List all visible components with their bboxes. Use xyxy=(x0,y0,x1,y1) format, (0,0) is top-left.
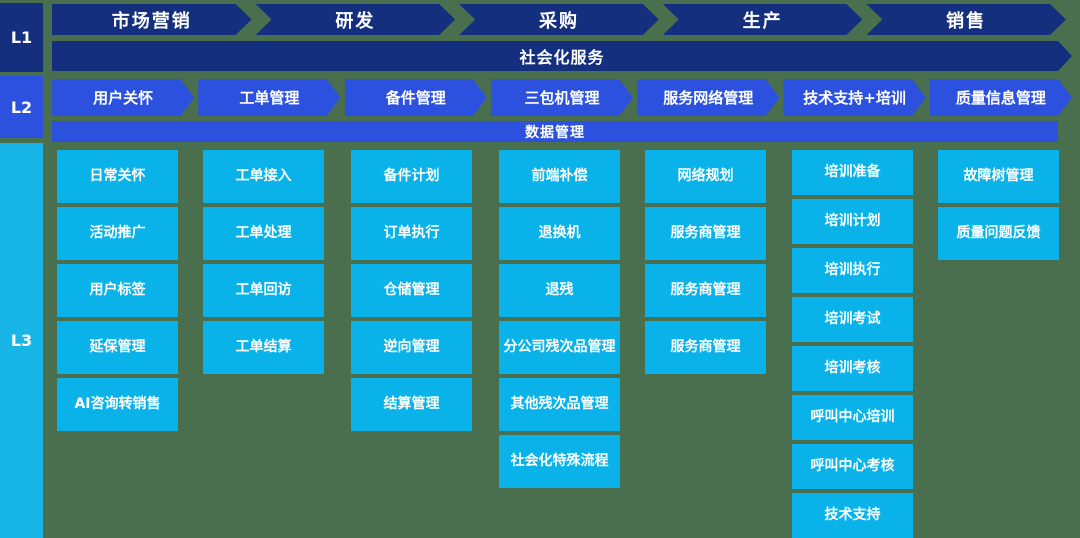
l2-chevron-1: 用户关怀 xyxy=(52,79,194,116)
l3-box: 服务商管理 xyxy=(645,321,766,374)
l3-box: 培训考核 xyxy=(792,346,913,391)
l3-box: 呼叫中心考核 xyxy=(792,444,913,489)
sidebar-l2-label: L2 xyxy=(10,97,33,117)
l3-box: 工单处理 xyxy=(203,207,324,260)
l3-box: 工单接入 xyxy=(203,150,324,203)
l3-box: 仓储管理 xyxy=(351,264,472,317)
l3-box: 活动推广 xyxy=(57,207,178,260)
l3-box: 培训考试 xyxy=(792,297,913,342)
l3-box: 日常关怀 xyxy=(57,150,178,203)
sidebar-level-l2: L2 xyxy=(0,76,43,138)
l3-box: 服务商管理 xyxy=(645,207,766,260)
l1-chevron-4: 生产 xyxy=(663,4,863,35)
l2-chevron-7: 质量信息管理 xyxy=(930,79,1072,116)
l3-box: 结算管理 xyxy=(351,378,472,431)
l1-chevron-1: 市场营销 xyxy=(52,4,252,35)
l3-box: 培训计划 xyxy=(792,199,913,244)
l3-box: 退换机 xyxy=(499,207,620,260)
l2-chevron-6: 技术支持+培训 xyxy=(783,79,925,116)
l2-chevron-4: 三包机管理 xyxy=(491,79,633,116)
sidebar-l1-label: L1 xyxy=(10,28,33,47)
l2-chevron-row: 用户关怀工单管理备件管理三包机管理服务网络管理技术支持+培训质量信息管理 xyxy=(52,79,1072,116)
sidebar-level-l3: L3 xyxy=(0,143,43,538)
l3-box: 备件计划 xyxy=(351,150,472,203)
l3-column-4: 前端补偿退换机退残分公司残次品管理其他残次品管理社会化特殊流程 xyxy=(499,150,620,488)
l3-box: 社会化特殊流程 xyxy=(499,435,620,488)
l1-chevron-2: 研发 xyxy=(256,4,456,35)
l3-box: 其他残次品管理 xyxy=(499,378,620,431)
l3-box: 质量问题反馈 xyxy=(938,207,1059,260)
l3-column-7: 故障树管理质量问题反馈 xyxy=(938,150,1059,260)
l3-box: 逆向管理 xyxy=(351,321,472,374)
l3-column-5: 网络规划服务商管理服务商管理服务商管理 xyxy=(645,150,766,374)
l2-data-management-bar: 数据管理 xyxy=(52,121,1058,142)
l1-chevron-5: 销售 xyxy=(866,4,1066,35)
l1-socialized-service-label: 社会化服务 xyxy=(519,48,605,67)
l3-box: AI咨询转销售 xyxy=(57,378,178,431)
l1-chevron-row: 市场营销研发采购生产销售 xyxy=(52,4,1066,35)
l3-box: 服务商管理 xyxy=(645,264,766,317)
sidebar-l3-label: L3 xyxy=(10,331,33,350)
l3-box: 工单回访 xyxy=(203,264,324,317)
l2-data-management-label: 数据管理 xyxy=(525,124,585,141)
l3-box: 故障树管理 xyxy=(938,150,1059,203)
l3-column-2: 工单接入工单处理工单回访工单结算 xyxy=(203,150,324,374)
l2-chevron-5: 服务网络管理 xyxy=(637,79,779,116)
l3-box: 技术支持 xyxy=(792,493,913,538)
l2-chevron-2: 工单管理 xyxy=(198,79,340,116)
l1-socialized-service-bar: 社会化服务 xyxy=(52,41,1072,71)
l3-box: 用户标签 xyxy=(57,264,178,317)
l3-box: 培训准备 xyxy=(792,150,913,195)
l3-box: 退残 xyxy=(499,264,620,317)
l3-box: 分公司残次品管理 xyxy=(499,321,620,374)
l3-box: 培训执行 xyxy=(792,248,913,293)
l3-box: 工单结算 xyxy=(203,321,324,374)
l1-chevron-3: 采购 xyxy=(459,4,659,35)
l3-column-3: 备件计划订单执行仓储管理逆向管理结算管理 xyxy=(351,150,472,431)
l3-box: 网络规划 xyxy=(645,150,766,203)
l2-chevron-3: 备件管理 xyxy=(345,79,487,116)
l3-column-6: 培训准备培训计划培训执行培训考试培训考核呼叫中心培训呼叫中心考核技术支持 xyxy=(792,150,913,538)
l3-box: 前端补偿 xyxy=(499,150,620,203)
l3-box: 订单执行 xyxy=(351,207,472,260)
l3-box: 呼叫中心培训 xyxy=(792,395,913,440)
sidebar-level-l1: L1 xyxy=(0,3,43,72)
l3-box: 延保管理 xyxy=(57,321,178,374)
